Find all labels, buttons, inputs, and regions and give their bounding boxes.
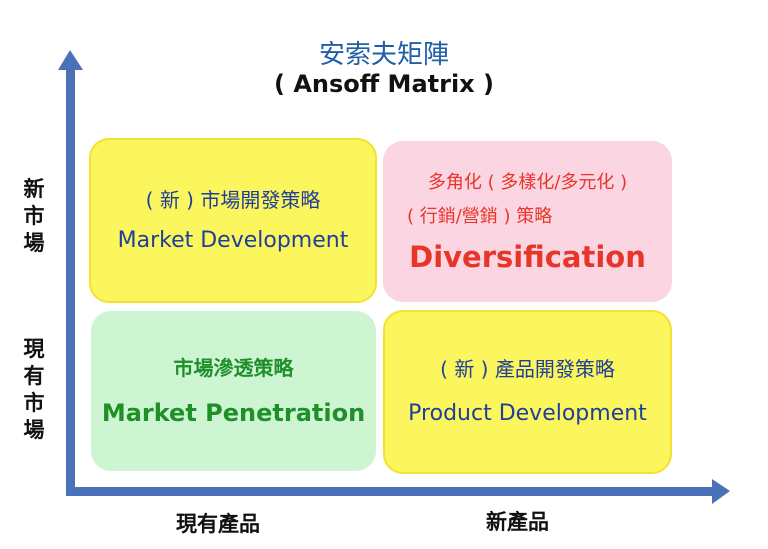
y-axis-label-new-market: 新市場 <box>23 177 45 255</box>
quadrant-product-development: ( 新 ) 產品開發策略 Product Development <box>383 310 672 474</box>
product-development-zh: ( 新 ) 產品開發策略 <box>440 357 615 381</box>
quadrant-market-penetration: 市場滲透策略 Market Penetration <box>91 311 376 471</box>
quadrant-market-development: ( 新 ) 市場開發策略 Market Development <box>89 138 377 303</box>
market-penetration-zh: 市場滲透策略 <box>173 356 294 380</box>
diversification-zh-line1: 多角化 ( 多樣化/多元化 ) <box>427 171 628 193</box>
x-axis-arrow <box>712 479 730 504</box>
title-english: ( Ansoff Matrix ) <box>274 70 494 98</box>
y-axis-arrow <box>58 50 83 70</box>
x-axis-line <box>66 487 716 496</box>
x-axis-label-existing-product: 現有產品 <box>176 512 260 536</box>
y-axis-label-existing-market: 現有市場 <box>23 337 45 442</box>
y-axis-line <box>66 68 75 496</box>
diversification-zh-line2: ( 行銷/營銷 ) 策略 <box>407 205 553 227</box>
market-development-zh: ( 新 ) 市場開發策略 <box>145 187 321 212</box>
quadrant-diversification: 多角化 ( 多樣化/多元化 ) ( 行銷/營銷 ) 策略 Diversifica… <box>383 141 672 302</box>
market-penetration-en: Market Penetration <box>101 399 366 427</box>
market-development-en: Market Development <box>117 227 349 253</box>
x-axis-label-new-product: 新產品 <box>486 510 549 534</box>
diversification-en: Diversification <box>409 239 646 274</box>
product-development-en: Product Development <box>408 401 647 426</box>
title-chinese: 安索夫矩陣 <box>318 40 449 70</box>
